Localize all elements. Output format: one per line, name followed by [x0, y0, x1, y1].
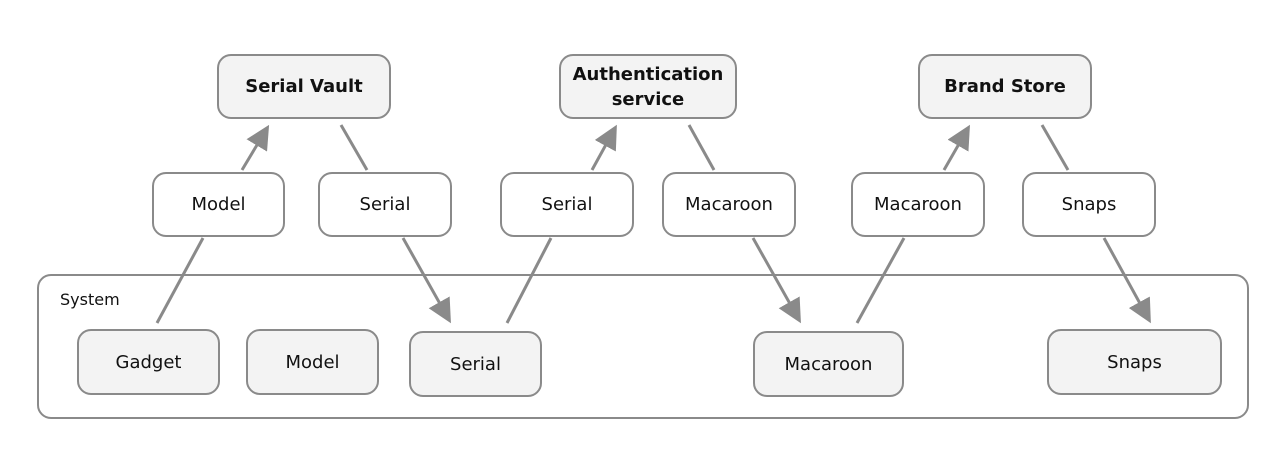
- brand-store-box: Brand Store: [918, 54, 1092, 119]
- snaps-item: Snaps: [1047, 329, 1222, 395]
- system-title: System: [60, 290, 120, 309]
- brand-store-to-snaps-label-line: [1040, 124, 1070, 171]
- serial-vault-label: Serial Vault: [245, 76, 363, 97]
- serial-vault-to-serial-label-line: [339, 124, 369, 171]
- serial-item: Serial: [409, 331, 542, 397]
- serial-flow-text-2: Serial: [541, 194, 593, 215]
- model-item: Model: [246, 329, 379, 395]
- macaroon-item-label: Macaroon: [784, 353, 873, 375]
- macaroon-item-to-macaroon-label-line: [855, 237, 906, 324]
- authentication-to-macaroon-label-line: [687, 124, 716, 171]
- snaps-flow-label: Snaps: [1022, 172, 1156, 237]
- model-flow-label: Model: [152, 172, 285, 237]
- snaps-flow-text: Snaps: [1061, 194, 1117, 215]
- gadget-item-label: Gadget: [115, 351, 182, 373]
- brand-store-label: Brand Store: [944, 76, 1066, 97]
- macaroon-flow-label-2: Macaroon: [851, 172, 985, 237]
- macaroon-label-to-macaroon-item-arrow: [751, 237, 801, 324]
- macaroon-flow-text-2: Macaroon: [874, 194, 962, 215]
- model-flow-text: Model: [191, 194, 246, 215]
- serial-label-to-authentication-arrow: [590, 124, 617, 171]
- macaroon-flow-text-1: Macaroon: [685, 194, 773, 215]
- snaps-label-to-snaps-item-arrow: [1102, 237, 1151, 324]
- serial-flow-label-1: Serial: [318, 172, 452, 237]
- serial-item-label: Serial: [450, 353, 501, 375]
- model-item-label: Model: [285, 351, 340, 373]
- model-label-to-serial-vault-arrow: [240, 124, 270, 171]
- serial-flow-label-2: Serial: [500, 172, 634, 237]
- gadget-item: Gadget: [77, 329, 220, 395]
- macaroon-item: Macaroon: [753, 331, 904, 397]
- serial-vault-box: Serial Vault: [217, 54, 391, 119]
- system-container: [37, 274, 1249, 419]
- macaroon-flow-label-1: Macaroon: [662, 172, 796, 237]
- authentication-service-label: Authentication service: [572, 63, 724, 110]
- serial-flow-text-1: Serial: [359, 194, 411, 215]
- macaroon-label-to-brand-store-arrow: [942, 124, 970, 171]
- serial-item-to-serial-label-line: [505, 237, 553, 324]
- gadget-to-model-label-line: [155, 237, 205, 324]
- snaps-item-label: Snaps: [1107, 351, 1162, 373]
- serial-label-to-serial-item-arrow: [401, 237, 451, 324]
- authentication-service-box: Authentication service: [559, 54, 737, 119]
